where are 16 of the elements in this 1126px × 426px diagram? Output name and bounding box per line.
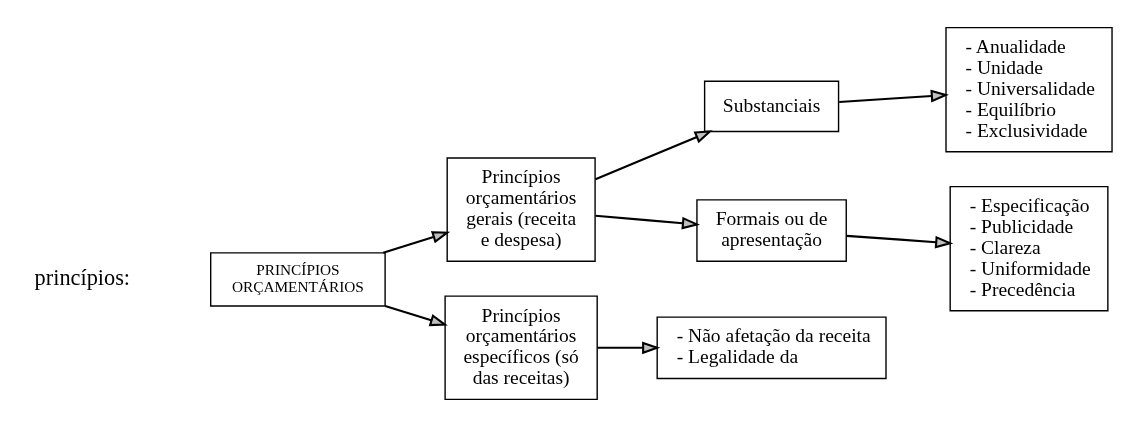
label: princípios: — [34, 264, 131, 290]
arrow — [597, 340, 661, 354]
node-box: Substanciais — [703, 80, 840, 132]
arrow — [595, 129, 713, 180]
arrow — [595, 214, 701, 229]
node-box: Princípios orçamentários gerais (receita e despesa) — [446, 156, 596, 262]
node-box: - Não afetação da receita - Legalidade da — [656, 315, 887, 379]
node-box: PRINCÍPIOS ORÇAMENTÁRIOS — [210, 251, 386, 307]
node-box: Princípios orçamentários específicos (só das receitas) — [444, 294, 598, 400]
arrow — [382, 230, 451, 254]
node-box: - Especificação - Publicidade - Clareza - Uniformidade - Precedência — [949, 185, 1109, 311]
arrow — [839, 89, 949, 103]
node-box: Formais ou de apresentação — [696, 198, 847, 262]
arrow — [846, 234, 954, 248]
node-box: - Anualidade - Unidade - Universalidade - Equilíbrio - Exclusividade — [945, 26, 1113, 152]
arrow — [384, 304, 448, 326]
